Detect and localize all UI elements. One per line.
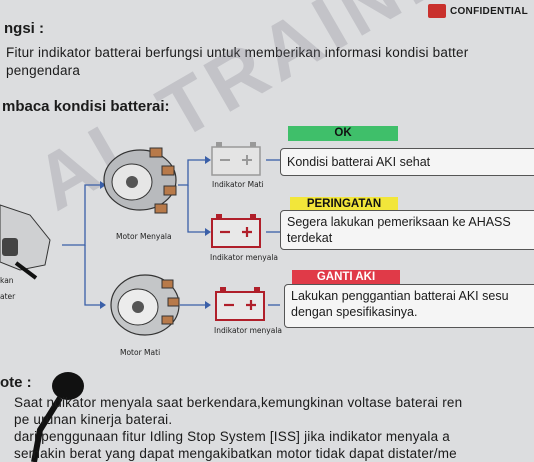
status-tag-peringatan: PERINGATAN: [290, 197, 398, 212]
status-text-ganti-aki-line2: dengan spesifikasinya.: [291, 305, 418, 319]
confidential-label: CONFIDENTIAL: [449, 5, 528, 17]
status-text-ganti-aki-line1: Lakukan penggantian batterai AKI sesu: [291, 289, 509, 303]
microphone-icon: [31, 372, 84, 462]
heading-cara-membaca: mbaca kondisi batterai:: [2, 98, 170, 115]
status-box-peringatan: Segera lakukan pemeriksaan ke AHASS terd…: [280, 210, 534, 250]
status-text-ok: Kondisi batterai AKI sehat: [287, 155, 431, 169]
fungsi-text-line2: pengendara: [6, 63, 81, 78]
status-text-peringatan-line2: terdekat: [287, 231, 333, 245]
note-line-4: semakin berat yang dapat mengakibatkan m…: [14, 446, 457, 461]
indicator-label-on-2: Indikator menyala: [214, 326, 283, 335]
note-line-1: Saat ndikator menyala saat berkendara,ke…: [14, 395, 463, 410]
indicator-label-on-1: Indikator menyala: [210, 253, 279, 262]
motor-icon-running: [103, 147, 177, 214]
status-tag-ok: OK: [288, 126, 398, 141]
label-left-a: kan: [0, 276, 14, 285]
heading-note: ote :: [0, 374, 32, 391]
confidential-badge: CONFIDENTIAL: [427, 4, 528, 18]
battery-icon-on-replace: [215, 287, 265, 321]
status-text-peringatan-line1: Segera lakukan pemeriksaan ke AHASS: [287, 215, 511, 229]
note-line-2: pe urunan kinerja baterai.: [14, 412, 173, 427]
status-box-ganti-aki: Lakukan penggantian batterai AKI sesu de…: [284, 284, 534, 328]
fungsi-text-line1: Fitur indikator batterai berfungsi untuk…: [6, 45, 469, 60]
heading-fungsi: ngsi :: [4, 20, 44, 37]
motor-icon-off: [110, 274, 180, 336]
status-tag-ganti-aki: GANTI AKI: [292, 270, 400, 285]
motor-label-off: Motor Mati: [120, 348, 161, 357]
ignition-hand-illustration: [0, 204, 51, 280]
status-box-ok: Kondisi batterai AKI sehat: [280, 148, 534, 176]
battery-icon-on-warning: [211, 214, 261, 248]
battery-icon-off: [211, 142, 261, 176]
label-left-b: ater: [0, 292, 16, 301]
note-line-3: dari penggunaan fitur Idling Stop System…: [14, 429, 450, 444]
brand-logo-icon: [427, 4, 446, 18]
motor-label-running: Motor Menyala: [116, 232, 172, 241]
indicator-label-off: Indikator Mati: [212, 180, 264, 189]
